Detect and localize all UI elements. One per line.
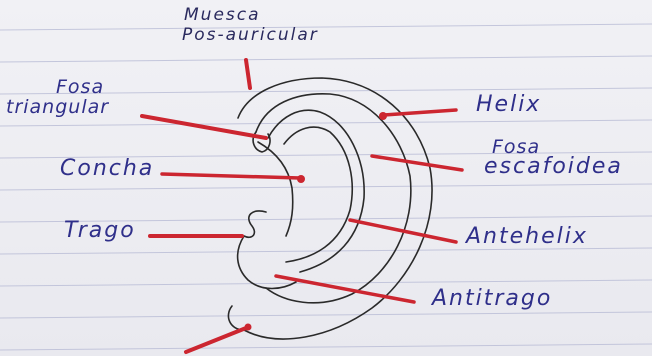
pointer-concha xyxy=(162,174,300,178)
pointer-fosa-escafoidea xyxy=(372,156,462,170)
label-antehelix: Antehelix xyxy=(466,224,588,249)
pointer-helix xyxy=(384,110,456,115)
pointer-antehelix xyxy=(350,220,456,242)
label-fosa-triangular-line1: Fosa xyxy=(56,76,104,98)
label-trago: Trago xyxy=(64,218,136,243)
lobe-curve xyxy=(228,306,244,330)
pointer-muesca xyxy=(246,60,250,88)
antihelix-inner xyxy=(284,127,352,262)
label-helix: Helix xyxy=(476,92,541,117)
label-muesca-line1: Muesca xyxy=(184,5,261,25)
label-fosa-triangular-line2: triangular xyxy=(6,96,109,118)
label-concha: Concha xyxy=(60,156,154,181)
label-antitrago: Antitrago xyxy=(432,286,552,311)
pointer-lobulo-dot xyxy=(245,324,252,331)
pointer-concha-dot xyxy=(297,175,305,183)
concha-bowl xyxy=(258,142,293,236)
pointer-lines xyxy=(142,60,462,352)
label-muesca-line2: Pos-auricular xyxy=(182,25,319,45)
antihelix-outer xyxy=(268,110,364,272)
notebook-lines xyxy=(0,24,652,350)
helix-inner-rim xyxy=(256,94,411,303)
pointer-fosa-triangular xyxy=(142,116,266,138)
label-fosa-escafoidea-line2: escafoidea xyxy=(484,154,623,179)
pointer-helix-dot xyxy=(379,112,387,120)
